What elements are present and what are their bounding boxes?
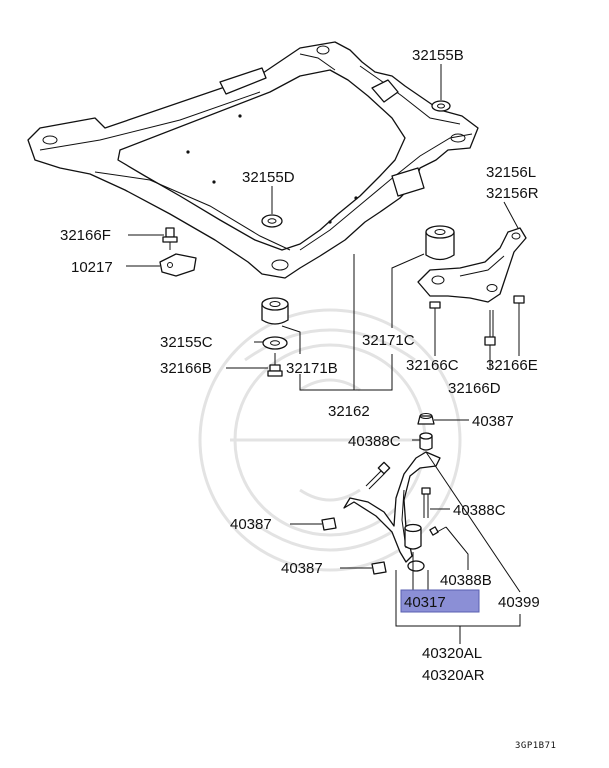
bolt-40388C-right xyxy=(421,487,431,518)
label-40399[interactable]: 40399 xyxy=(498,594,540,611)
highlight-40317 xyxy=(400,589,480,613)
mount-washer-32155B xyxy=(431,100,451,112)
bushing-32171C xyxy=(425,225,455,261)
label-32166C[interactable]: 32166C xyxy=(406,357,459,374)
label-32162[interactable]: 32162 xyxy=(328,403,370,420)
lower-control-arm xyxy=(343,451,441,572)
bolt-32166F xyxy=(162,227,178,250)
label-40320AL[interactable]: 40320AL xyxy=(422,645,482,662)
bolt-32166C xyxy=(429,301,441,320)
label-32155C[interactable]: 32155C xyxy=(160,334,213,351)
front-crossmember xyxy=(27,41,479,279)
bushing-32171B xyxy=(261,297,289,325)
figure-code: 3GP1B71 xyxy=(515,741,556,751)
bolt-40388C-top xyxy=(365,461,391,490)
label-10217[interactable]: 10217 xyxy=(71,259,113,276)
washer-32155C xyxy=(262,336,288,350)
label-40320AR[interactable]: 40320AR xyxy=(422,667,485,684)
label-40388C-right[interactable]: 40388C xyxy=(453,502,506,519)
callout-labels: 32155B 32155D 32156L 32156R 32166F 10217… xyxy=(60,47,556,751)
leader-lines xyxy=(126,64,521,644)
label-32155B[interactable]: 32155B xyxy=(412,47,464,64)
label-32171C[interactable]: 32171C xyxy=(362,332,415,349)
brace-32156 xyxy=(417,227,527,303)
bolt-40388B xyxy=(429,526,447,536)
label-40387-top[interactable]: 40387 xyxy=(472,413,514,430)
bracket-10217 xyxy=(159,253,197,277)
label-40387-middle[interactable]: 40387 xyxy=(230,516,272,533)
label-32166D[interactable]: 32166D xyxy=(448,380,501,397)
mount-washer-32155D xyxy=(261,214,283,228)
bolt-32166E xyxy=(513,295,525,312)
label-32156L[interactable]: 32156L xyxy=(486,164,536,181)
label-40388C-top[interactable]: 40388C xyxy=(348,433,401,450)
label-40388B[interactable]: 40388B xyxy=(440,572,492,589)
label-32166B[interactable]: 32166B xyxy=(160,360,212,377)
label-32171B[interactable]: 32171B xyxy=(286,360,338,377)
label-32166F[interactable]: 32166F xyxy=(60,227,111,244)
bolt-32166B xyxy=(267,353,283,377)
nut-40387-middle xyxy=(321,517,337,531)
bolt-32166D xyxy=(484,310,496,346)
bushing-40399 xyxy=(419,432,433,451)
label-40387-bottom[interactable]: 40387 xyxy=(281,560,323,577)
nut-40387-bottom xyxy=(371,561,387,575)
bushing-40317 xyxy=(404,523,422,550)
label-32156R[interactable]: 32156R xyxy=(486,185,539,202)
label-40317[interactable]: 40317 xyxy=(404,594,446,611)
label-32166E[interactable]: 32166E xyxy=(486,357,538,374)
label-32155D[interactable]: 32155D xyxy=(242,169,295,186)
nut-40387-top xyxy=(417,413,435,425)
